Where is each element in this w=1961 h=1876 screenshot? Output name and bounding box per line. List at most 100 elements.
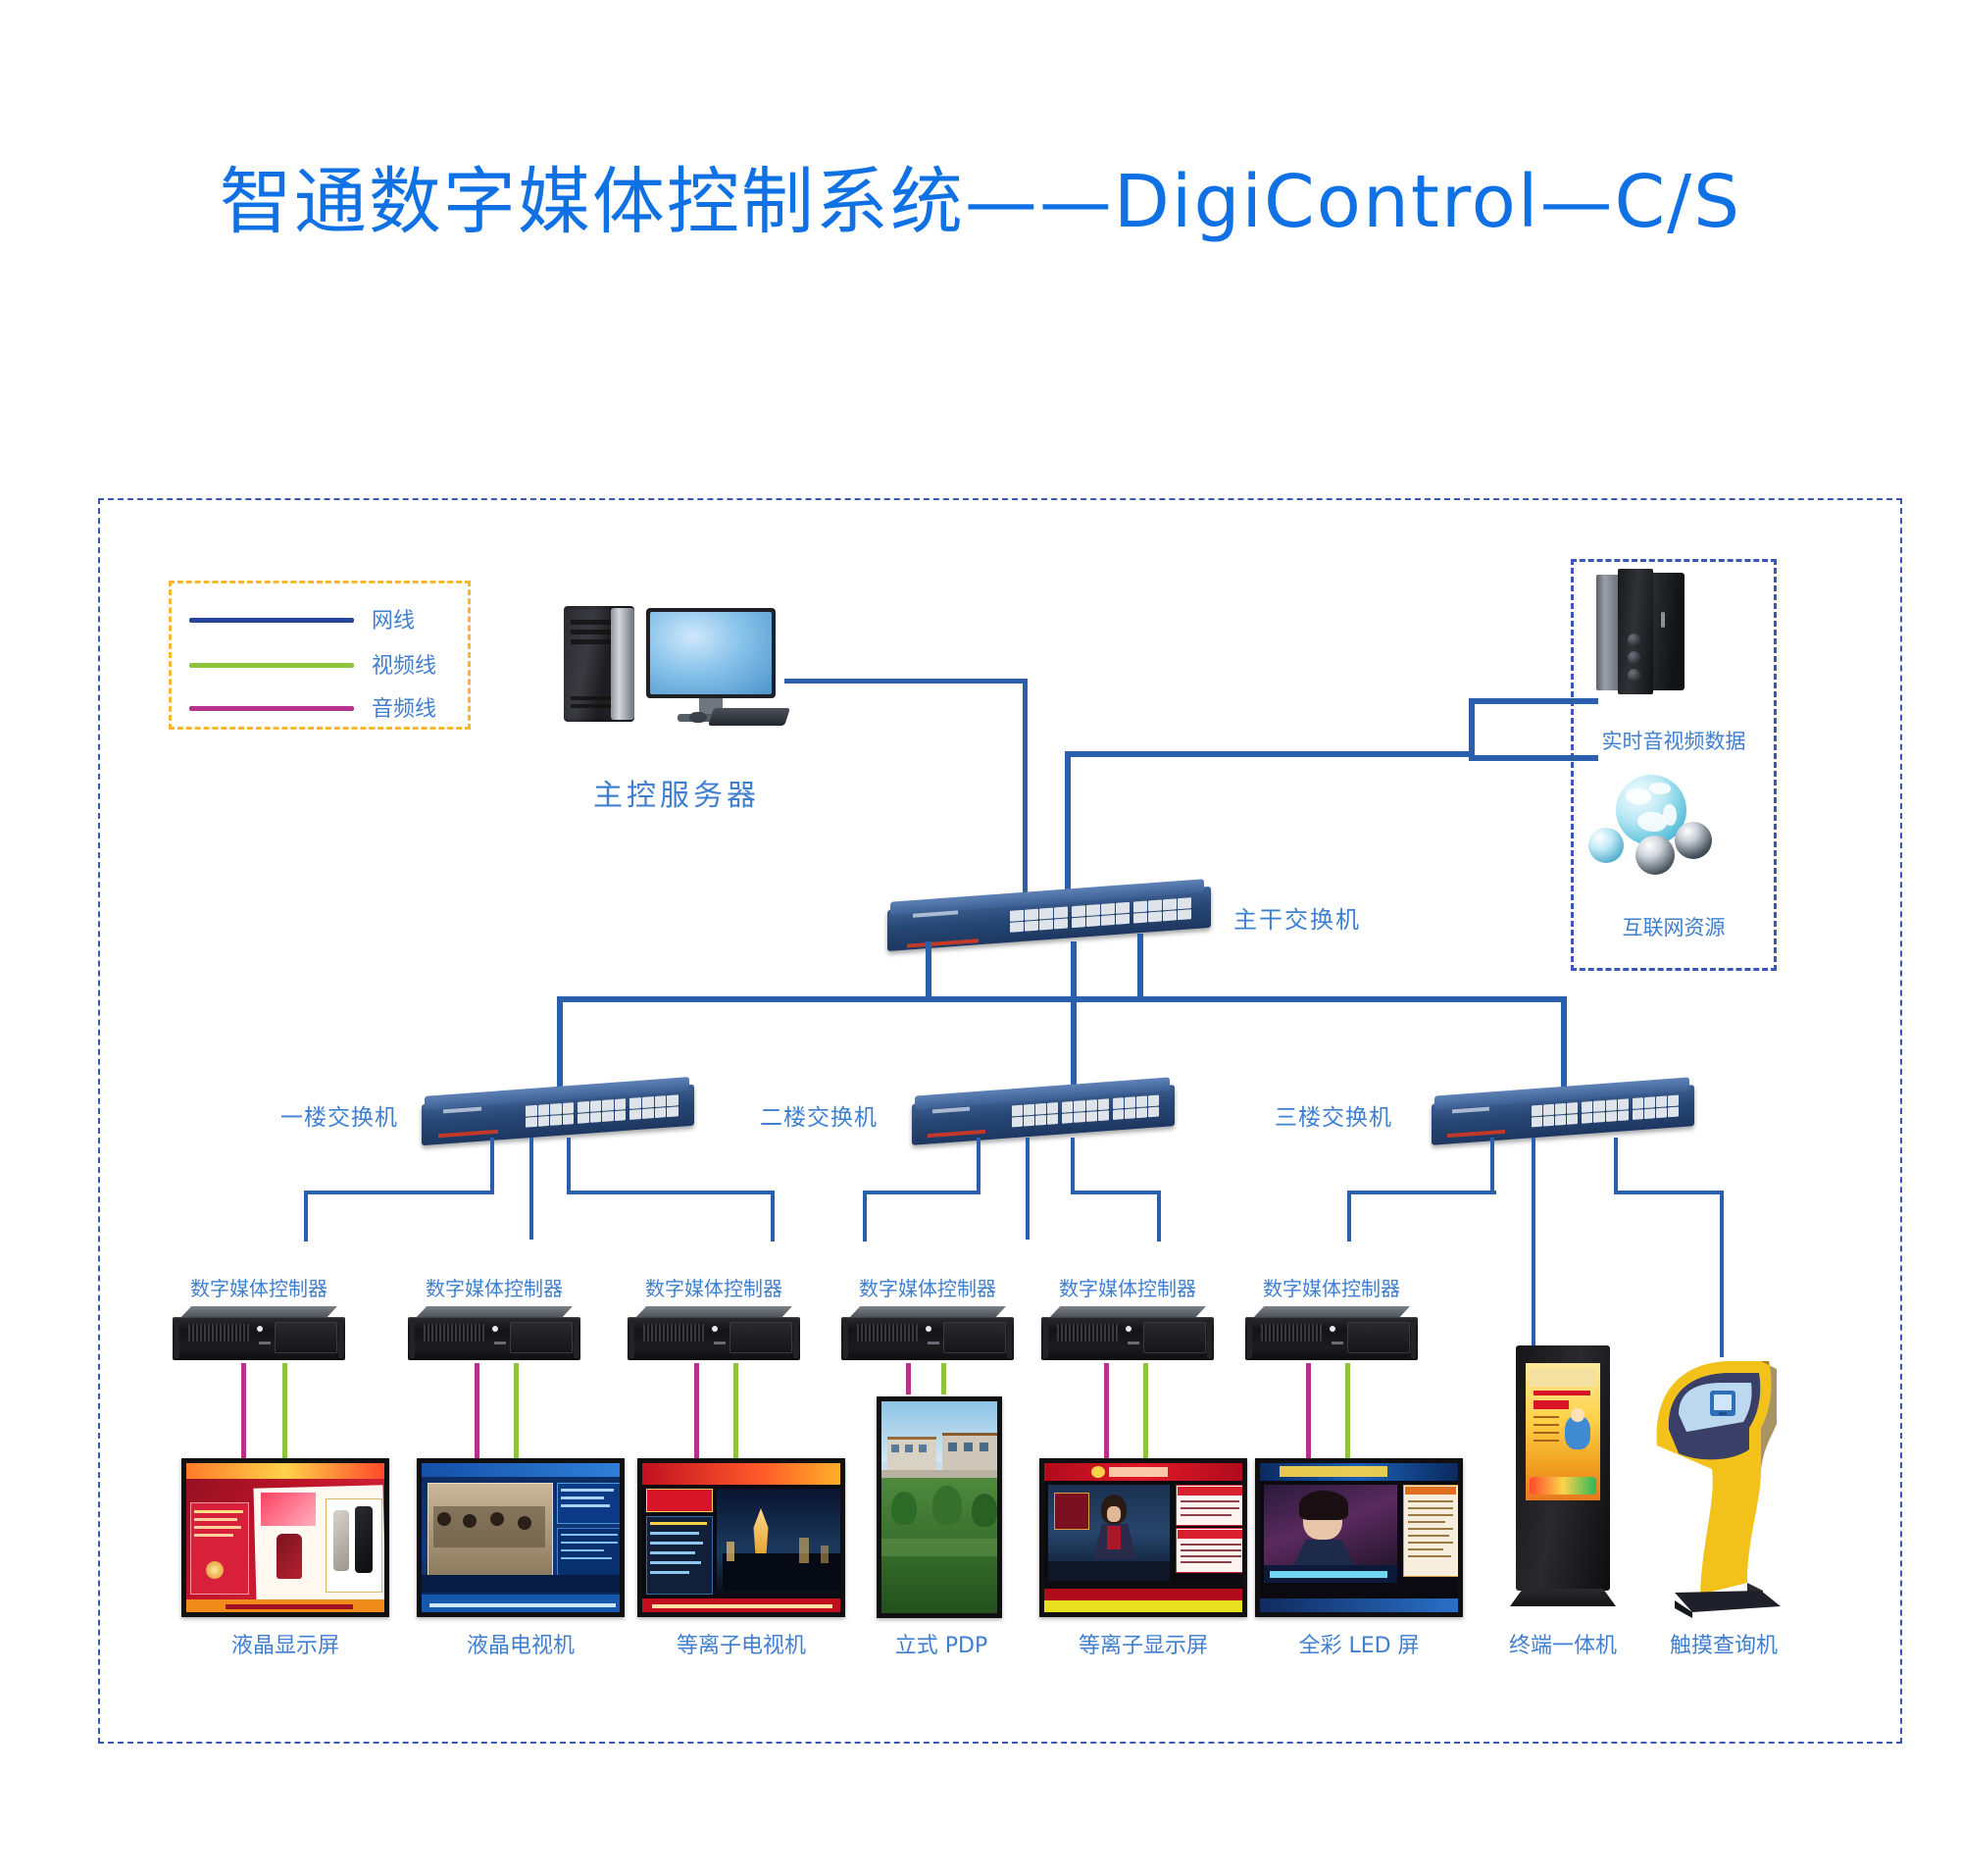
- realtime-av-server-icon: [1596, 569, 1684, 696]
- link-server-to-backbone-h: [784, 679, 1028, 684]
- legend-label-audio: 音频线: [372, 697, 437, 722]
- touch-kiosk-icon: [1645, 1355, 1788, 1622]
- link-right-bus-to-backbone-h: [1065, 751, 1475, 757]
- f3-drop-c: [1614, 1138, 1618, 1192]
- f3-drop-a: [1490, 1138, 1494, 1192]
- link-backbone-uplink-v: [1065, 751, 1071, 894]
- display-full-color-led: [1255, 1458, 1463, 1617]
- f3-to-kiosk: [1720, 1191, 1724, 1357]
- label-controller-1: 数字媒体控制器: [190, 1277, 327, 1300]
- f2-drop-b: [1026, 1138, 1030, 1240]
- link-internet-to-right-bus-h: [1469, 755, 1598, 761]
- f3-to-ctrl-last: [1347, 1191, 1351, 1242]
- legend-item-audio-cable: 音频线: [189, 693, 456, 723]
- f1-drop-c: [567, 1138, 571, 1192]
- display-vertical-pdp: [877, 1396, 1002, 1618]
- media-controller-5-icon: [1041, 1306, 1214, 1371]
- media-controller-2-icon: [408, 1306, 580, 1371]
- video-cable-2: [514, 1363, 519, 1461]
- link-bb-down-left-v: [926, 941, 931, 1002]
- f2-drop-a: [977, 1138, 980, 1192]
- label-display-vertical-pdp: 立式 PDP: [894, 1634, 988, 1658]
- audio-cable-3: [694, 1363, 699, 1461]
- backbone-switch-icon: [887, 879, 1211, 952]
- audio-cable-swatch-icon: [189, 706, 354, 711]
- f2-bus-right: [1071, 1191, 1161, 1194]
- link-server-to-backbone-v: [1023, 679, 1028, 894]
- terminal-all-in-one-icon: [1510, 1345, 1616, 1622]
- display-lcd-ad-panel: [181, 1458, 389, 1617]
- label-controller-4: 数字媒体控制器: [859, 1277, 996, 1300]
- label-display-led-screen: 全彩 LED 屏: [1298, 1634, 1420, 1658]
- link-bb-down-mid-v: [1071, 941, 1077, 1090]
- label-controller-5: 数字媒体控制器: [1059, 1277, 1196, 1300]
- network-cable-swatch-icon: [189, 618, 354, 623]
- f2-to-ctrl6: [1157, 1191, 1161, 1242]
- media-controller-6-icon: [1245, 1306, 1418, 1371]
- floor-distribution-bus: [557, 996, 1567, 1002]
- diagram-frame: [98, 498, 1902, 1744]
- touch-kiosk-svg: [1656, 1361, 1781, 1618]
- f1-to-ctrl3: [771, 1191, 775, 1242]
- label-realtime-av-data: 实时音视频数据: [1601, 730, 1746, 753]
- label-main-control-server: 主控服务器: [593, 779, 760, 813]
- legend-label-video: 视频线: [372, 654, 437, 679]
- label-floor1-switch: 一楼交换机: [280, 1105, 398, 1131]
- display-plasma-display: [1039, 1458, 1247, 1617]
- link-av-to-right-bus-h: [1469, 698, 1598, 704]
- label-touch-kiosk: 触摸查询机: [1669, 1634, 1778, 1658]
- external-resources-panel: [1571, 559, 1777, 971]
- f1-bus-left: [304, 1191, 494, 1194]
- video-cable-swatch-icon: [189, 663, 354, 668]
- f2-drop-c: [1071, 1138, 1075, 1192]
- label-floor2-switch: 二楼交换机: [760, 1105, 878, 1131]
- media-controller-3-icon: [628, 1306, 800, 1371]
- f3-bus-left: [1347, 1191, 1496, 1194]
- video-cable-4: [941, 1363, 946, 1394]
- legend-item-video-cable: 视频线: [189, 650, 456, 680]
- video-cable-5: [1143, 1363, 1148, 1461]
- video-cable-6: [1345, 1363, 1350, 1461]
- label-controller-3: 数字媒体控制器: [645, 1277, 782, 1300]
- audio-cable-4: [906, 1363, 911, 1394]
- label-controller-2: 数字媒体控制器: [426, 1277, 563, 1300]
- label-floor3-switch: 三楼交换机: [1275, 1105, 1392, 1131]
- link-right-bus-v: [1469, 698, 1475, 761]
- internet-globe-icon: [1588, 775, 1712, 877]
- f1-bus-right: [567, 1191, 775, 1194]
- video-cable-1: [282, 1363, 287, 1461]
- floor2-switch-icon: [912, 1077, 1175, 1145]
- label-internet-resources: 互联网资源: [1622, 916, 1726, 939]
- label-display-lcd-panel: 液晶显示屏: [230, 1634, 339, 1658]
- f2-bus-left: [863, 1191, 980, 1194]
- audio-cable-1: [241, 1363, 246, 1461]
- f1-to-ctrl1: [304, 1191, 308, 1242]
- f1-drop-a: [490, 1138, 494, 1192]
- media-controller-1-icon: [173, 1306, 345, 1371]
- label-backbone-switch: 主干交换机: [1233, 906, 1361, 934]
- main-control-server-icon: [564, 606, 790, 734]
- legend-label-network: 网线: [372, 609, 416, 634]
- label-terminal-all-in-one: 终端一体机: [1508, 1634, 1617, 1658]
- label-controller-6: 数字媒体控制器: [1263, 1277, 1400, 1300]
- floor3-switch-icon: [1432, 1077, 1694, 1145]
- page-title: 智通数字媒体控制系统——DigiControl—C/S: [219, 160, 1742, 244]
- audio-cable-5: [1104, 1363, 1109, 1461]
- f3-bus-right: [1614, 1191, 1724, 1194]
- link-bus-to-floor1-v: [557, 996, 563, 1090]
- label-display-plasma-tv: 等离子电视机: [676, 1634, 806, 1658]
- display-plasma-tv: [637, 1458, 845, 1617]
- link-bus-to-floor3-v: [1561, 996, 1567, 1090]
- audio-cable-6: [1306, 1363, 1311, 1461]
- link-bb-down-right-v: [1137, 934, 1143, 1002]
- f3-drop-b: [1532, 1138, 1535, 1345]
- audio-cable-2: [475, 1363, 479, 1461]
- display-lcd-tv: [417, 1458, 625, 1617]
- legend-item-network-cable: 网线: [189, 605, 456, 634]
- f1-drop-b: [529, 1138, 533, 1240]
- label-display-lcd-tv: 液晶电视机: [466, 1634, 575, 1658]
- f2-to-ctrl4: [863, 1191, 867, 1242]
- label-display-plasma-screen: 等离子显示屏: [1078, 1634, 1208, 1658]
- floor1-switch-icon: [422, 1077, 694, 1146]
- legend-box: 网线 视频线 音频线: [169, 581, 471, 730]
